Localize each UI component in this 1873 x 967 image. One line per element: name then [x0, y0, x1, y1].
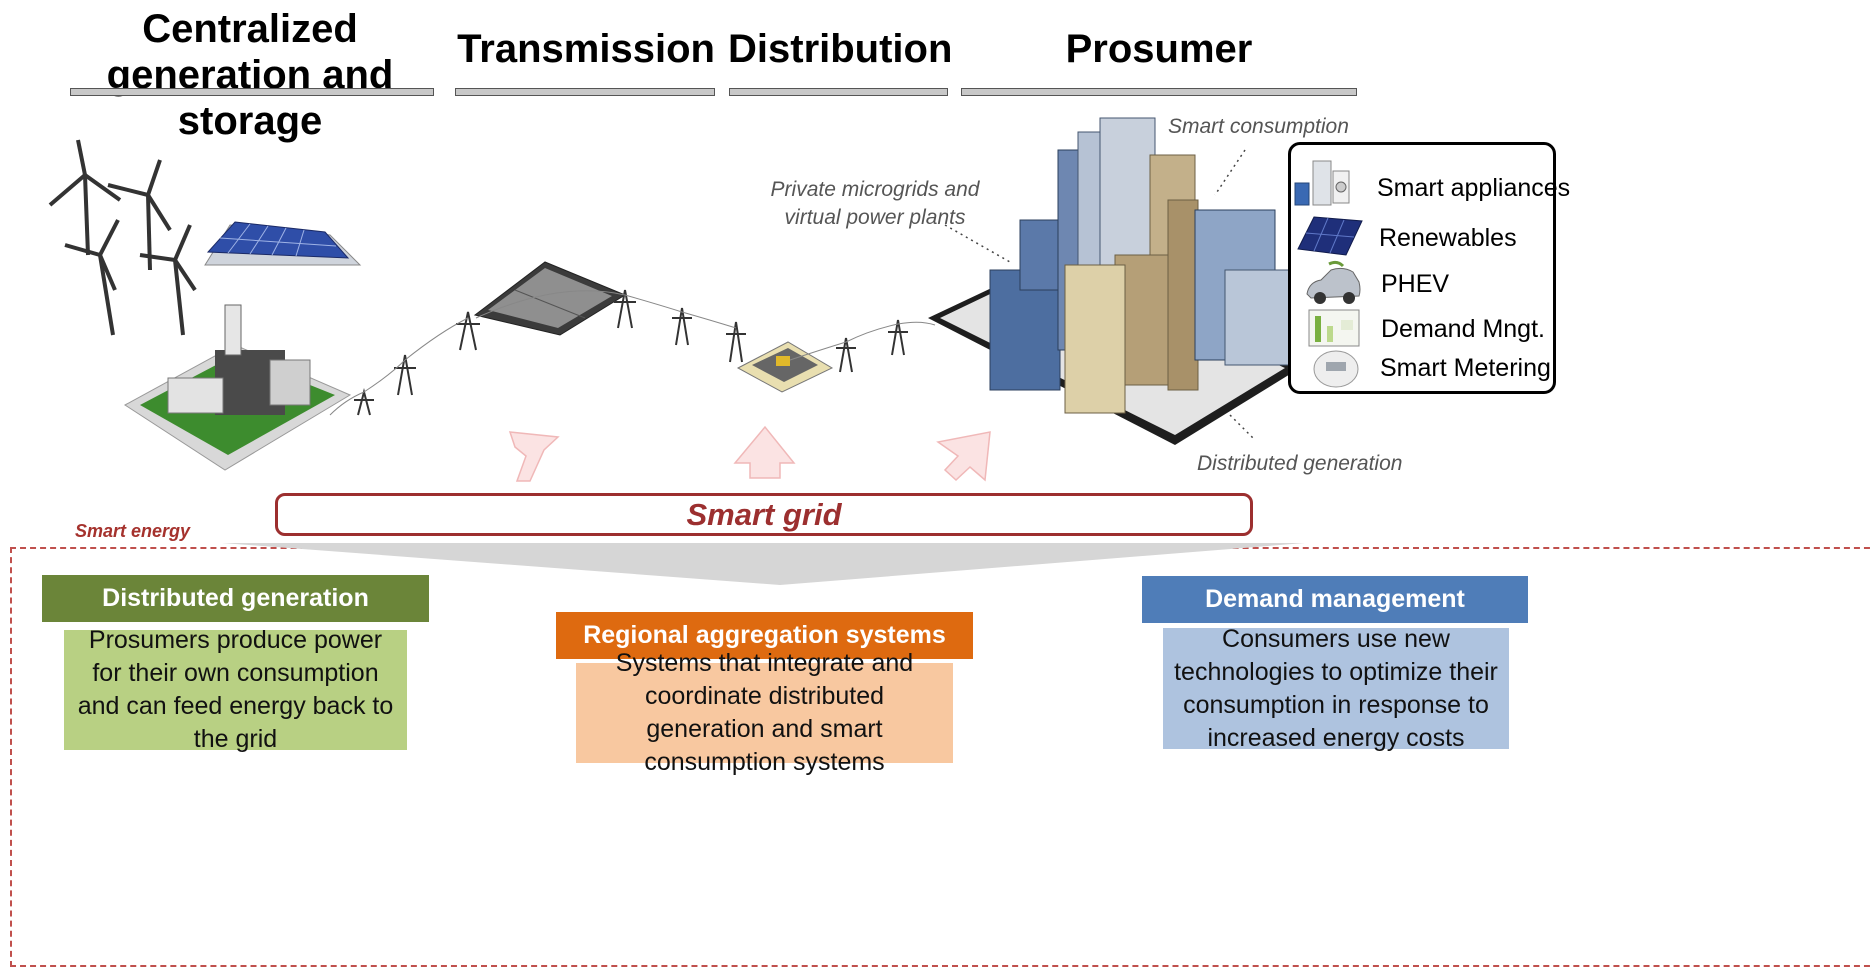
smart-energy-label: Smart energy: [75, 521, 191, 541]
demand-management-icon: [1308, 309, 1360, 347]
renewables-icon: [1297, 216, 1363, 256]
annotation-smart-consumption: Smart consumption: [1168, 115, 1349, 138]
smart-grid-banner: Smart grid: [275, 493, 1253, 536]
regional-aggregation-body: Systems that integrate and coordinate di…: [576, 649, 953, 776]
distributed-generation-body: Prosumers produce power for their own co…: [64, 626, 407, 753]
distribution-substation-icon: [736, 341, 834, 393]
legend-label-demand-mngt: Demand Mngt.: [1381, 315, 1545, 343]
header-centralized: Centralized generation and storage: [106, 7, 394, 143]
upward-arrows-icon: [508, 425, 991, 482]
power-line-pylons-icon: [354, 289, 908, 416]
energy-infrastructure-illustration: [48, 117, 1300, 482]
legend-label-smart-appliances: Smart appliances: [1377, 174, 1571, 202]
header-distribution: Distribution: [728, 27, 953, 71]
demand-management-body: Consumers use new technologies to optimi…: [1163, 625, 1509, 752]
smart-meter-icon: [1313, 350, 1359, 388]
smart-grid-funnel: [222, 543, 1305, 585]
header-bar-transmission: [455, 88, 715, 96]
header-prosumer: Prosumer: [1065, 27, 1253, 71]
phev-car-icon: [1306, 260, 1361, 304]
distributed-generation-title: Distributed generation: [42, 575, 429, 622]
header-bar-prosumer: [961, 88, 1357, 96]
legend-label-renewables: Renewables: [1379, 224, 1517, 252]
regional-aggregation-title: Regional aggregation systems: [556, 612, 973, 659]
power-plant-icon: [124, 304, 352, 471]
legend-label-phev: PHEV: [1381, 270, 1450, 298]
transmission-substation-icon: [473, 261, 627, 336]
header-bar-centralized: [70, 88, 434, 96]
legend-label-smart-metering: Smart Metering: [1380, 354, 1551, 382]
solar-panel-icon: [204, 221, 362, 266]
smart-grid-label: Smart grid: [686, 496, 842, 532]
header-bar-distribution: [729, 88, 948, 96]
demand-management-title: Demand management: [1142, 576, 1528, 623]
annotation-microgrids: Private microgrids and virtual power pla…: [770, 178, 980, 229]
wind-turbines-icon: [48, 139, 197, 336]
header-transmission: Transmission: [457, 27, 715, 71]
city-buildings-icon: [928, 117, 1300, 445]
annotation-distributed-generation: Distributed generation: [1197, 452, 1403, 475]
smart-appliances-icon: [1294, 160, 1350, 206]
